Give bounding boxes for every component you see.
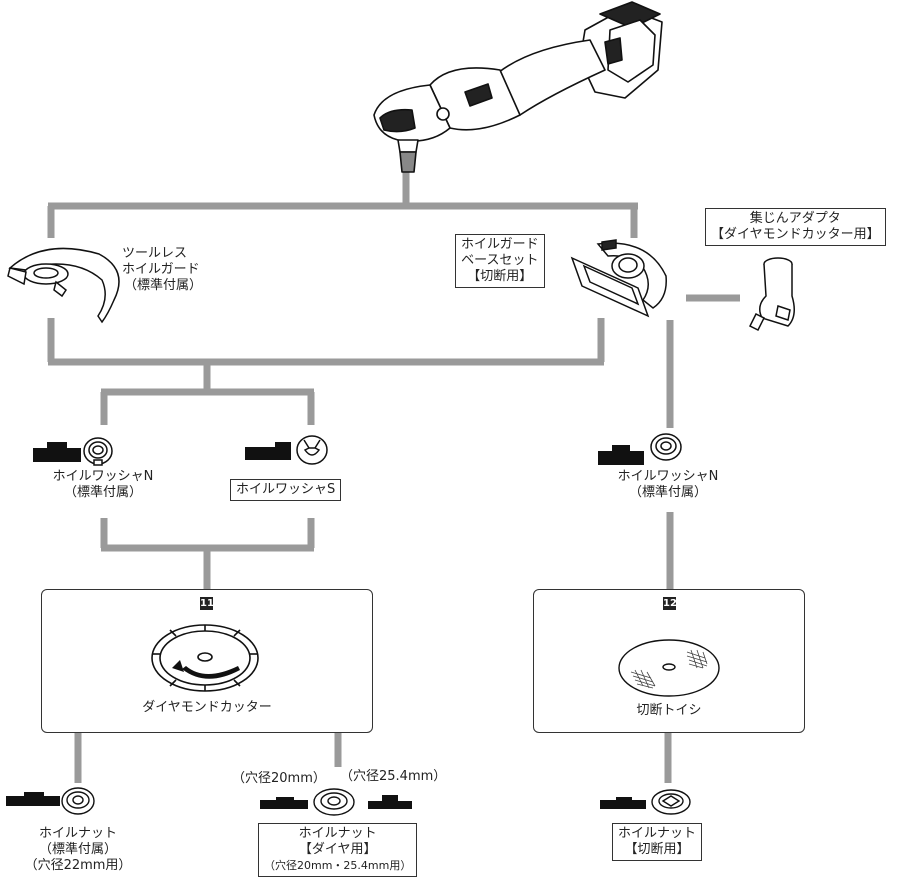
diamond-cutter-disc-icon xyxy=(150,622,260,694)
flange-side-icon xyxy=(245,442,291,460)
flange-side-icon xyxy=(368,795,412,809)
nut-hole-25-label: （穴径25.4mm） xyxy=(340,769,446,785)
nut-diamond-line-1: ホイルナット xyxy=(264,826,411,842)
dust-adapter-line-1: 集じんアダプタ xyxy=(711,211,880,227)
cutoff-wheel-icon xyxy=(617,638,721,698)
washer-n-left-line-1: ホイルワッシャN xyxy=(40,469,166,485)
diamond-cutter-badge: 11 xyxy=(200,597,213,610)
washer-n-right-line-1: ホイルワッシャN xyxy=(600,469,736,485)
washer-s-text: ホイルワッシャS xyxy=(236,482,335,497)
nut-diamond-label: ホイルナット 【ダイヤ用】 （穴径20mm・25.4mm用） xyxy=(258,823,417,877)
dust-adapter-label: 集じんアダプタ 【ダイヤモンドカッター用】 xyxy=(705,208,886,246)
tool-guard-line-2: ホイルガード xyxy=(122,262,202,278)
wheel-washer-icon xyxy=(650,432,682,462)
base-set-line-3: 【切断用】 xyxy=(461,269,539,285)
nut-diamond-line-2: 【ダイヤ用】 xyxy=(264,842,411,858)
tool-guard-line-3: （標準付属） xyxy=(122,278,202,294)
angle-grinder-icon xyxy=(370,0,670,175)
nut-hole-20-label: （穴径20mm） xyxy=(232,771,326,787)
nut-std-line-2: （標準付属） xyxy=(8,842,148,858)
diamond-cutter-label: ダイヤモンドカッター xyxy=(41,700,373,716)
wheel-nut-icon xyxy=(650,788,692,816)
tool-guard-label: ツールレス ホイルガード （標準付属） xyxy=(122,246,202,294)
flange-side-icon xyxy=(600,797,646,809)
flange-side-icon xyxy=(6,792,60,806)
wheel-guard-icon xyxy=(4,240,124,330)
nut-std-label: ホイルナット （標準付属） （穴径22mm用） xyxy=(8,826,148,874)
cutoff-wheel-badge: 12 xyxy=(663,597,676,610)
washer-n-left-label: ホイルワッシャN （標準付属） xyxy=(40,469,166,501)
washer-n-left-line-2: （標準付属） xyxy=(40,485,166,501)
wheel-washer-s-icon xyxy=(295,434,329,466)
flange-side-icon xyxy=(260,797,308,809)
cutoff-wheel-label: 切断トイシ xyxy=(533,703,805,719)
wheel-washer-icon xyxy=(83,436,113,466)
base-set-line-1: ホイルガード xyxy=(461,237,539,253)
base-set-line-2: ベースセット xyxy=(461,253,539,269)
flange-side-icon xyxy=(33,442,81,462)
guard-base-set-icon xyxy=(568,236,673,326)
flange-side-icon xyxy=(598,445,644,465)
nut-cut-label: ホイルナット 【切断用】 xyxy=(612,823,702,861)
nut-cut-line-2: 【切断用】 xyxy=(618,842,696,858)
nut-diamond-line-3: （穴径20mm・25.4mm用） xyxy=(264,858,411,874)
nut-std-line-1: ホイルナット xyxy=(8,826,148,842)
wheel-nut-icon xyxy=(61,787,95,815)
tool-guard-line-1: ツールレス xyxy=(122,246,202,262)
wheel-nut-icon xyxy=(312,787,356,817)
nut-cut-line-1: ホイルナット xyxy=(618,826,696,842)
nut-std-line-3: （穴径22mm用） xyxy=(8,858,148,874)
base-set-label: ホイルガード ベースセット 【切断用】 xyxy=(455,234,545,288)
dust-adapter-icon xyxy=(748,256,808,336)
dust-adapter-line-2: 【ダイヤモンドカッター用】 xyxy=(711,227,880,243)
washer-n-right-line-2: （標準付属） xyxy=(600,485,736,501)
washer-n-right-label: ホイルワッシャN （標準付属） xyxy=(600,469,736,501)
washer-s-label: ホイルワッシャS xyxy=(230,479,341,501)
